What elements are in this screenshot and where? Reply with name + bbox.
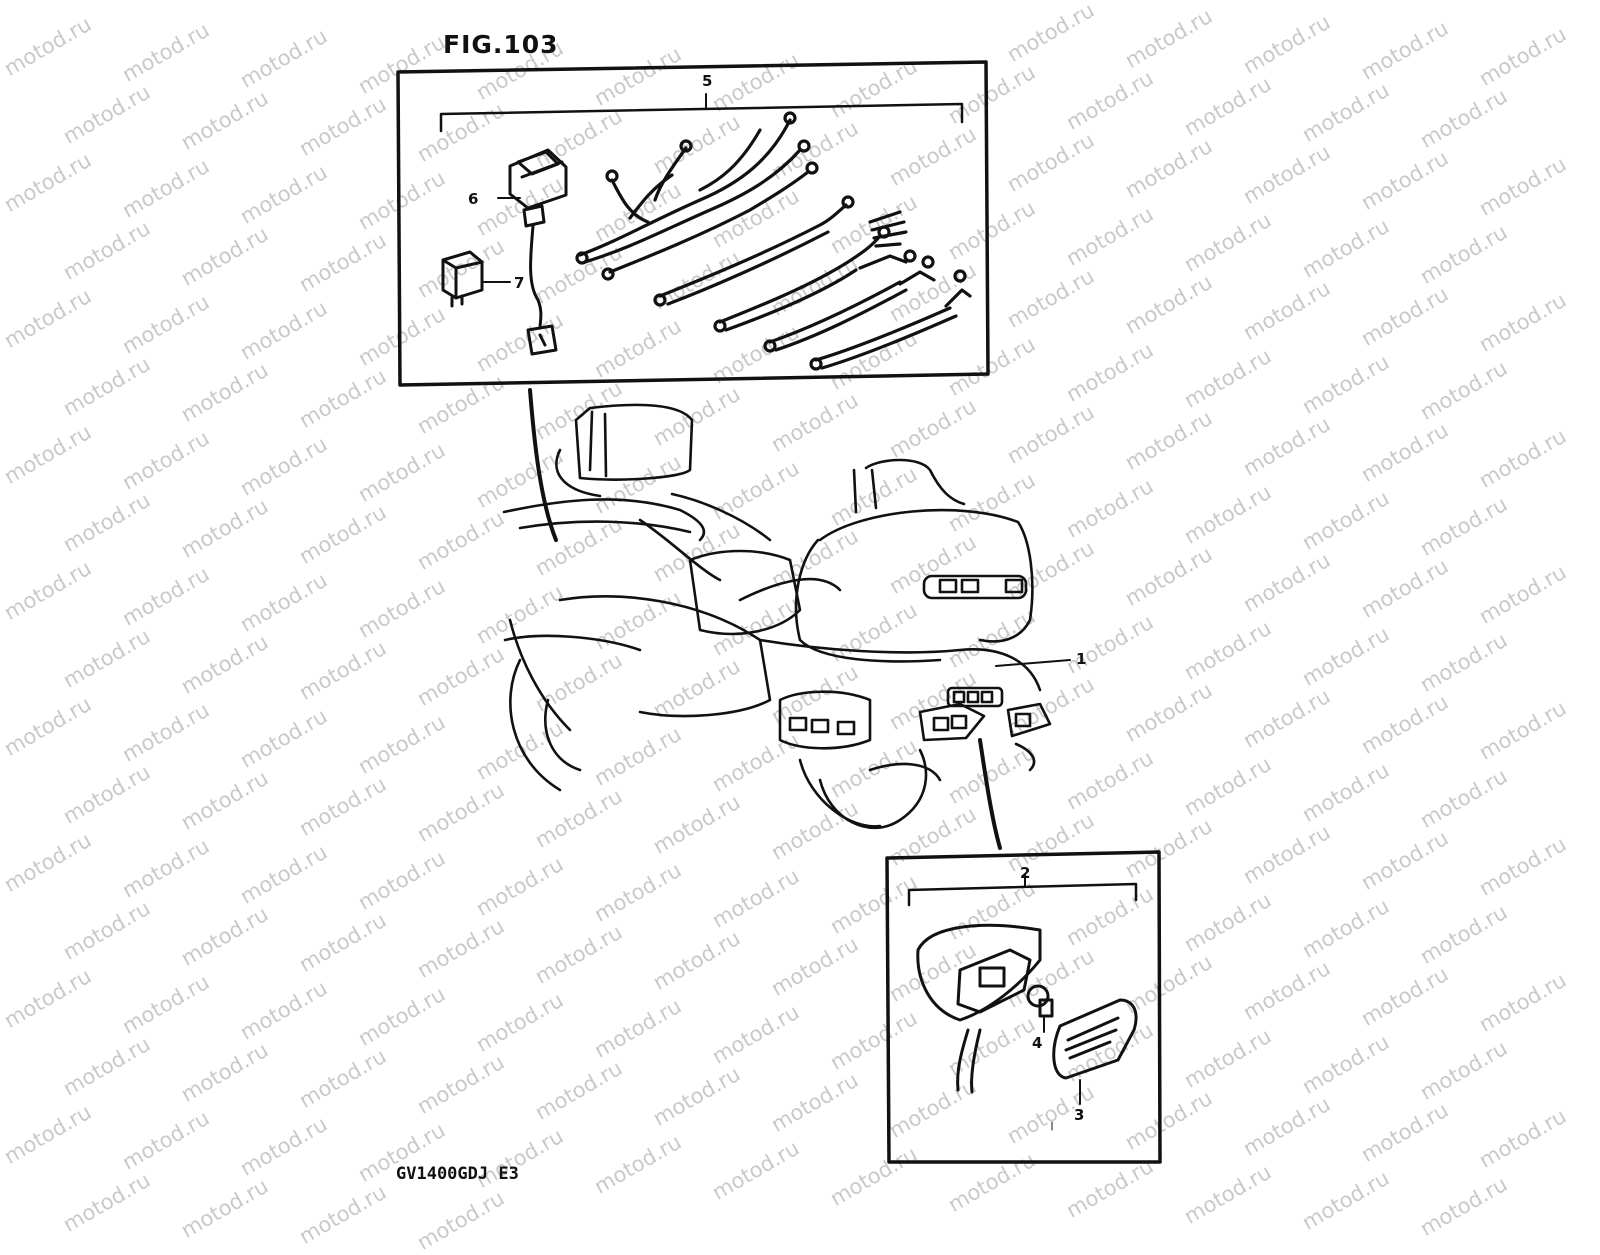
leader-1: [995, 659, 1071, 667]
leader-lower: [978, 738, 1002, 850]
relay-part: [441, 250, 484, 308]
lamp-housing: [916, 923, 1042, 1094]
callout-4: 4: [1032, 1034, 1043, 1052]
wire-harness: [575, 111, 972, 371]
lamp-panel: [885, 850, 1162, 1164]
lens-part: [1052, 998, 1138, 1080]
callout-1: 1: [1076, 650, 1087, 668]
leader-upper: [528, 388, 558, 542]
figure-title: FIG.103: [443, 30, 559, 59]
model-code: GV1400GDJ E3: [396, 1164, 519, 1184]
switch-part: [508, 148, 568, 356]
callout-6: 6: [468, 190, 479, 208]
callout-5: 5: [702, 72, 713, 90]
motorcycle-outline: [502, 403, 1052, 830]
wiring-kit-panel: [396, 60, 990, 387]
parts-diagram: [396, 60, 1162, 1164]
callout-7: 7: [514, 274, 525, 292]
bulb-part: [1026, 984, 1054, 1018]
callout-3: 3: [1074, 1106, 1085, 1124]
callout-2: 2: [1020, 864, 1031, 882]
